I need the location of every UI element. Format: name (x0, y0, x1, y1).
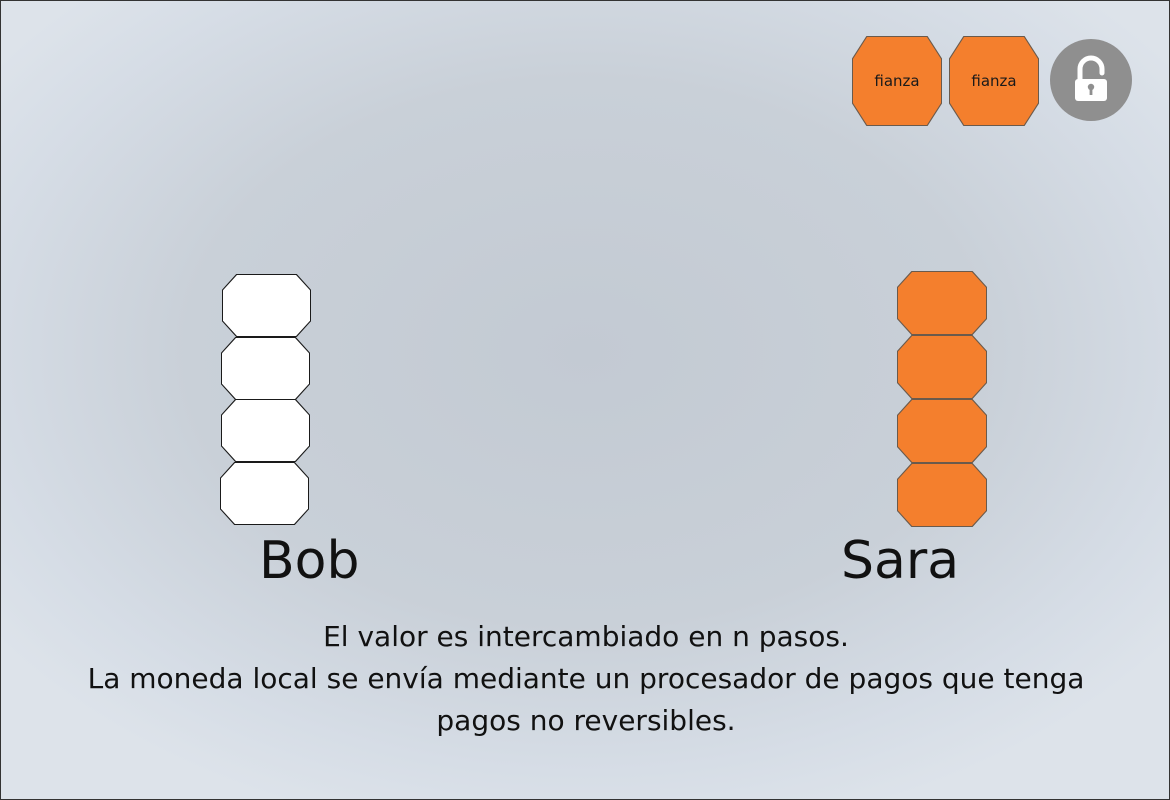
bob-coin[interactable] (220, 462, 309, 525)
sara-coin[interactable] (897, 335, 987, 399)
bond-token-1[interactable]: fianza (852, 36, 942, 126)
caption-line-1: El valor es intercambiado en n pasos. (323, 620, 849, 653)
sara-coin[interactable] (897, 271, 987, 335)
bob-coin[interactable] (221, 399, 310, 462)
bond-token-2[interactable]: fianza (949, 36, 1039, 126)
bond-label: fianza (971, 72, 1017, 90)
bob-coin[interactable] (222, 274, 311, 337)
bond-label: fianza (874, 72, 920, 90)
explanation-caption: El valor es intercambiado en n pasos. La… (1, 616, 1169, 742)
sara-coin[interactable] (897, 399, 987, 463)
lock-open-icon (1075, 55, 1107, 101)
bob-name-label: Bob (259, 531, 360, 591)
bob-coin[interactable] (221, 337, 310, 400)
sara-coin[interactable] (897, 463, 987, 527)
lock-button[interactable] (1050, 39, 1132, 121)
caption-line-2: La moneda local se envía mediante un pro… (87, 662, 1085, 695)
sara-name-label: Sara (841, 531, 960, 591)
caption-line-3: pagos no reversibles. (436, 704, 736, 737)
